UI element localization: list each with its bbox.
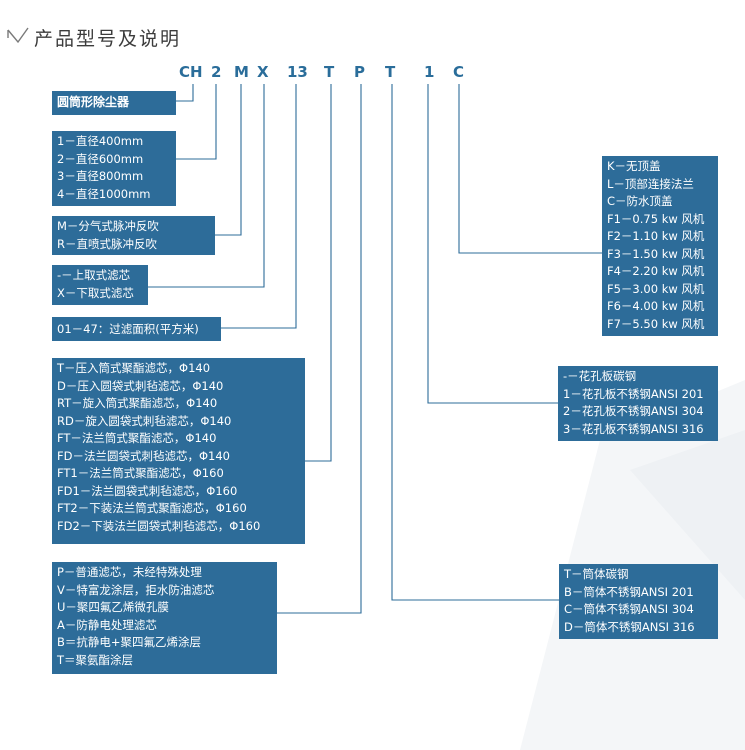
page-title: 产品型号及说明 — [34, 28, 182, 50]
box-plate-line: 3－花孔板不锈钢ANSI 316 — [563, 421, 704, 436]
title-arrow-icon — [7, 27, 29, 44]
box-top-line: F4－2.20 kw 风机 — [607, 264, 705, 278]
code-p: P — [354, 63, 365, 81]
box-pulse-line: M－分气式脉冲反吹 — [57, 219, 159, 233]
box-top-line: F7－5.50 kw 风机 — [607, 316, 705, 331]
box-top-line: C－防水顶盖 — [607, 194, 673, 208]
box-cartridge-line: FD1－法兰圆袋式刺毡滤芯，Φ160 — [57, 483, 238, 498]
code-x: X — [257, 63, 269, 81]
code-m: M — [234, 63, 249, 81]
code-1: 1 — [424, 63, 435, 81]
box-top-line: F6－4.00 kw 风机 — [607, 299, 705, 313]
box-mount: -－上取式滤芯 X－下取式滤芯 — [52, 265, 148, 305]
box-treatment-line: B＝抗静电+聚四氟乙烯涂层 — [57, 635, 202, 649]
box-area: 01－47：过滤面积(平方米) — [52, 317, 221, 341]
box-body-line: C－筒体不锈钢ANSI 304 — [564, 602, 694, 616]
box-plate-line: -－花孔板碳钢 — [563, 369, 637, 383]
box-body-line: D－筒体不锈钢ANSI 316 — [564, 619, 695, 634]
box-pulse-line: R－直喷式脉冲反吹 — [57, 236, 157, 251]
box-cartridge-line: FD－法兰圆袋式刺毡滤芯，Φ140 — [57, 448, 230, 463]
box-cartridge: T－压入筒式聚酯滤芯，Φ140 D－压入圆袋式刺毡滤芯，Φ140 RT－旋入筒式… — [52, 358, 305, 544]
box-treatment-line: A－防静电处理滤芯 — [57, 617, 157, 632]
box-area-line: 01－47：过滤面积(平方米) — [57, 322, 199, 336]
box-body: T－筒体碳钢 B－筒体不锈钢ANSI 201 C－筒体不锈钢ANSI 304 D… — [559, 564, 718, 639]
box-plate: -－花孔板碳钢 1－花孔板不锈钢ANSI 201 2－花孔板不锈钢ANSI 30… — [558, 366, 718, 441]
box-plate-line: 1－花孔板不锈钢ANSI 201 — [563, 386, 704, 401]
box-cartridge-line: FT2－下装法兰筒式聚酯滤芯，Φ160 — [57, 501, 247, 515]
box-top-line: F2－1.10 kw 风机 — [607, 229, 705, 243]
box-treatment: P－普通滤芯，未经特殊处理 V－特富龙涂层，拒水防油滤芯 U－聚四氟乙烯微孔膜 … — [52, 562, 277, 674]
box-diameter: 1－直径400mm 2－直径600mm 3－直径800mm 4－直径1000mm — [52, 131, 176, 206]
box-pulse: M－分气式脉冲反吹 R－直喷式脉冲反吹 — [52, 216, 215, 255]
box-diameter-line: 2－直径600mm — [57, 151, 144, 166]
box-cartridge-line: RT－旋入筒式聚酯滤芯，Φ140 — [57, 396, 218, 410]
box-diameter-line: 1－直径400mm — [57, 134, 144, 148]
code-t: T — [324, 63, 335, 81]
box-treatment-line: P－普通滤芯，未经特殊处理 — [57, 565, 202, 579]
box-body-line: B－筒体不锈钢ANSI 201 — [564, 584, 694, 599]
box-cartridge-line: FT－法兰筒式聚酯滤芯，Φ140 — [57, 431, 217, 445]
box-treatment-line: V－特富龙涂层，拒水防油滤芯 — [57, 582, 215, 597]
box-cartridge-line: T－压入筒式聚酯滤芯，Φ140 — [57, 361, 211, 375]
box-mount-line: -－上取式滤芯 — [57, 268, 131, 282]
box-top-line: F3－1.50 kw 风机 — [607, 246, 705, 261]
box-body-line: T－筒体碳钢 — [564, 567, 629, 581]
box-treatment-line: U－聚四氟乙烯微孔膜 — [57, 600, 169, 614]
box-mount-line: X－下取式滤芯 — [57, 285, 134, 300]
box-top: K－无顶盖 L－顶部连接法兰 C－防水顶盖 F1－0.75 kw 风机 F2－1… — [602, 156, 718, 336]
box-diameter-line: 4－直径1000mm — [57, 186, 151, 201]
code-ch: CH — [179, 63, 203, 81]
box-type: 圆筒形除尘器 — [52, 91, 176, 115]
box-plate-line: 2－花孔板不锈钢ANSI 304 — [563, 404, 704, 418]
box-cartridge-line: D－压入圆袋式刺毡滤芯，Φ140 — [57, 378, 224, 393]
box-top-line: L－顶部连接法兰 — [607, 176, 694, 191]
box-cartridge-line: RD－旋入圆袋式刺毡滤芯，Φ140 — [57, 413, 232, 428]
box-cartridge-line: FT1－法兰筒式聚酯滤芯，Φ160 — [57, 466, 224, 480]
box-top-line: K－无顶盖 — [607, 159, 661, 173]
code-13: 13 — [287, 63, 308, 81]
code-t2: T — [385, 63, 396, 81]
box-top-line: F1－0.75 kw 风机 — [607, 211, 705, 226]
box-treatment-line: T＝聚氨酯涂层 — [57, 652, 134, 667]
box-cartridge-line: FD2－下装法兰圆袋式刺毡滤芯，Φ160 — [57, 518, 261, 533]
code-c: C — [453, 63, 465, 81]
box-type-line: 圆筒形除尘器 — [57, 95, 130, 109]
code-2: 2 — [211, 63, 222, 81]
box-top-line: F5－3.00 kw 风机 — [607, 281, 705, 296]
box-diameter-line: 3－直径800mm — [57, 169, 144, 183]
